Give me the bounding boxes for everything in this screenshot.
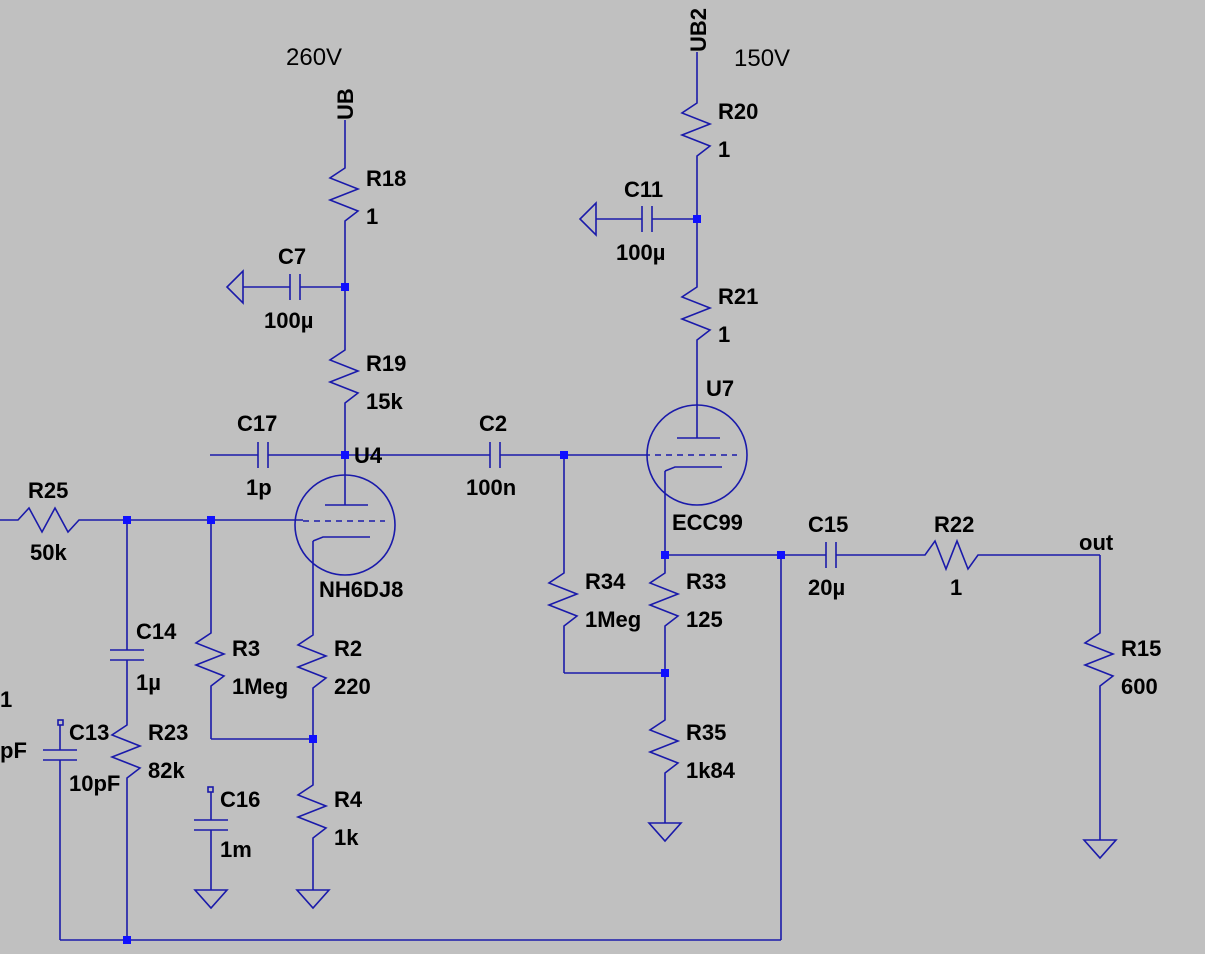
c13-ref: C13 bbox=[69, 720, 109, 745]
c17-value: 1p bbox=[246, 475, 272, 500]
junction-dot bbox=[341, 283, 349, 291]
r3-ref: R3 bbox=[232, 636, 260, 661]
junction-dot bbox=[309, 735, 317, 743]
junction-dot bbox=[560, 451, 568, 459]
u7-value: ECC99 bbox=[672, 510, 743, 535]
r34-value: 1Meg bbox=[585, 607, 641, 632]
junction-dot bbox=[661, 551, 669, 559]
r25-value: 50k bbox=[30, 540, 67, 565]
ub-voltage-label: 260V bbox=[286, 44, 342, 71]
r20-ref: R20 bbox=[718, 99, 758, 124]
u4-ref: U4 bbox=[354, 443, 383, 468]
junction-dot bbox=[207, 516, 215, 524]
r4-ref: R4 bbox=[334, 787, 363, 812]
r2-ref: R2 bbox=[334, 636, 362, 661]
c15-value: 20µ bbox=[808, 575, 845, 600]
r23-ref: R23 bbox=[148, 720, 188, 745]
r21-value: 1 bbox=[718, 322, 730, 347]
c7-value: 100µ bbox=[264, 308, 313, 333]
u7-ref: U7 bbox=[706, 376, 734, 401]
r35-value: 1k84 bbox=[686, 758, 736, 783]
junction-dot bbox=[341, 451, 349, 459]
c2-value: 100n bbox=[466, 475, 516, 500]
input-grid-network bbox=[0, 506, 781, 941]
clipped-left-value: pF bbox=[0, 738, 27, 763]
u7-cathode-network bbox=[546, 455, 683, 843]
junction-dot bbox=[123, 516, 131, 524]
r35-ref: R35 bbox=[686, 720, 726, 745]
r15-value: 600 bbox=[1121, 674, 1158, 699]
out-net-label: out bbox=[1079, 530, 1114, 555]
r3-value: 1Meg bbox=[232, 674, 288, 699]
c14-value: 1µ bbox=[136, 670, 161, 695]
u4-value: NH6DJ8 bbox=[319, 577, 403, 602]
ub2-voltage-label: 150V bbox=[734, 45, 790, 72]
junction-dot bbox=[123, 936, 131, 944]
junction-dot bbox=[693, 215, 701, 223]
r34-ref: R34 bbox=[585, 569, 626, 594]
c11-ref: C11 bbox=[624, 177, 663, 202]
c11-value: 100µ bbox=[616, 240, 665, 265]
junction-dot bbox=[661, 669, 669, 677]
c16-value: 1m bbox=[220, 837, 252, 862]
r33-ref: R33 bbox=[686, 569, 726, 594]
r20-value: 1 bbox=[718, 137, 730, 162]
c7-ref: C7 bbox=[278, 244, 306, 269]
c14-ref: C14 bbox=[136, 619, 177, 644]
r25-ref: R25 bbox=[28, 478, 68, 503]
c16-ref: C16 bbox=[220, 787, 260, 812]
r33-value: 125 bbox=[686, 607, 723, 632]
r2-value: 220 bbox=[334, 674, 371, 699]
c15-ref: C15 bbox=[808, 512, 848, 537]
u7-triode bbox=[646, 404, 748, 555]
ub-net-label: UB bbox=[333, 88, 358, 120]
second-stage-supply-wiring bbox=[578, 52, 713, 438]
c2-ref: C2 bbox=[479, 411, 507, 436]
output-network bbox=[665, 538, 1118, 940]
u4-triode bbox=[294, 474, 396, 630]
r15-ref: R15 bbox=[1121, 636, 1161, 661]
r19-value: 15k bbox=[366, 389, 403, 414]
r21-ref: R21 bbox=[718, 284, 758, 309]
clipped-left-ref: 1 bbox=[0, 687, 12, 712]
r4-value: 1k bbox=[334, 825, 359, 850]
interstage-wiring bbox=[210, 442, 650, 468]
c7-capacitor bbox=[225, 269, 345, 305]
ub2-net-label: UB2 bbox=[686, 8, 711, 52]
r23-value: 82k bbox=[148, 758, 185, 783]
r22-value: 1 bbox=[950, 575, 962, 600]
r18-ref: R18 bbox=[366, 166, 406, 191]
r22-ref: R22 bbox=[934, 512, 974, 537]
c17-ref: C17 bbox=[237, 411, 277, 436]
junction-dot bbox=[777, 551, 785, 559]
r19-ref: R19 bbox=[366, 351, 406, 376]
c13-value: 10pF bbox=[69, 771, 120, 796]
junction-dots bbox=[123, 215, 785, 944]
r18-value: 1 bbox=[366, 204, 378, 229]
